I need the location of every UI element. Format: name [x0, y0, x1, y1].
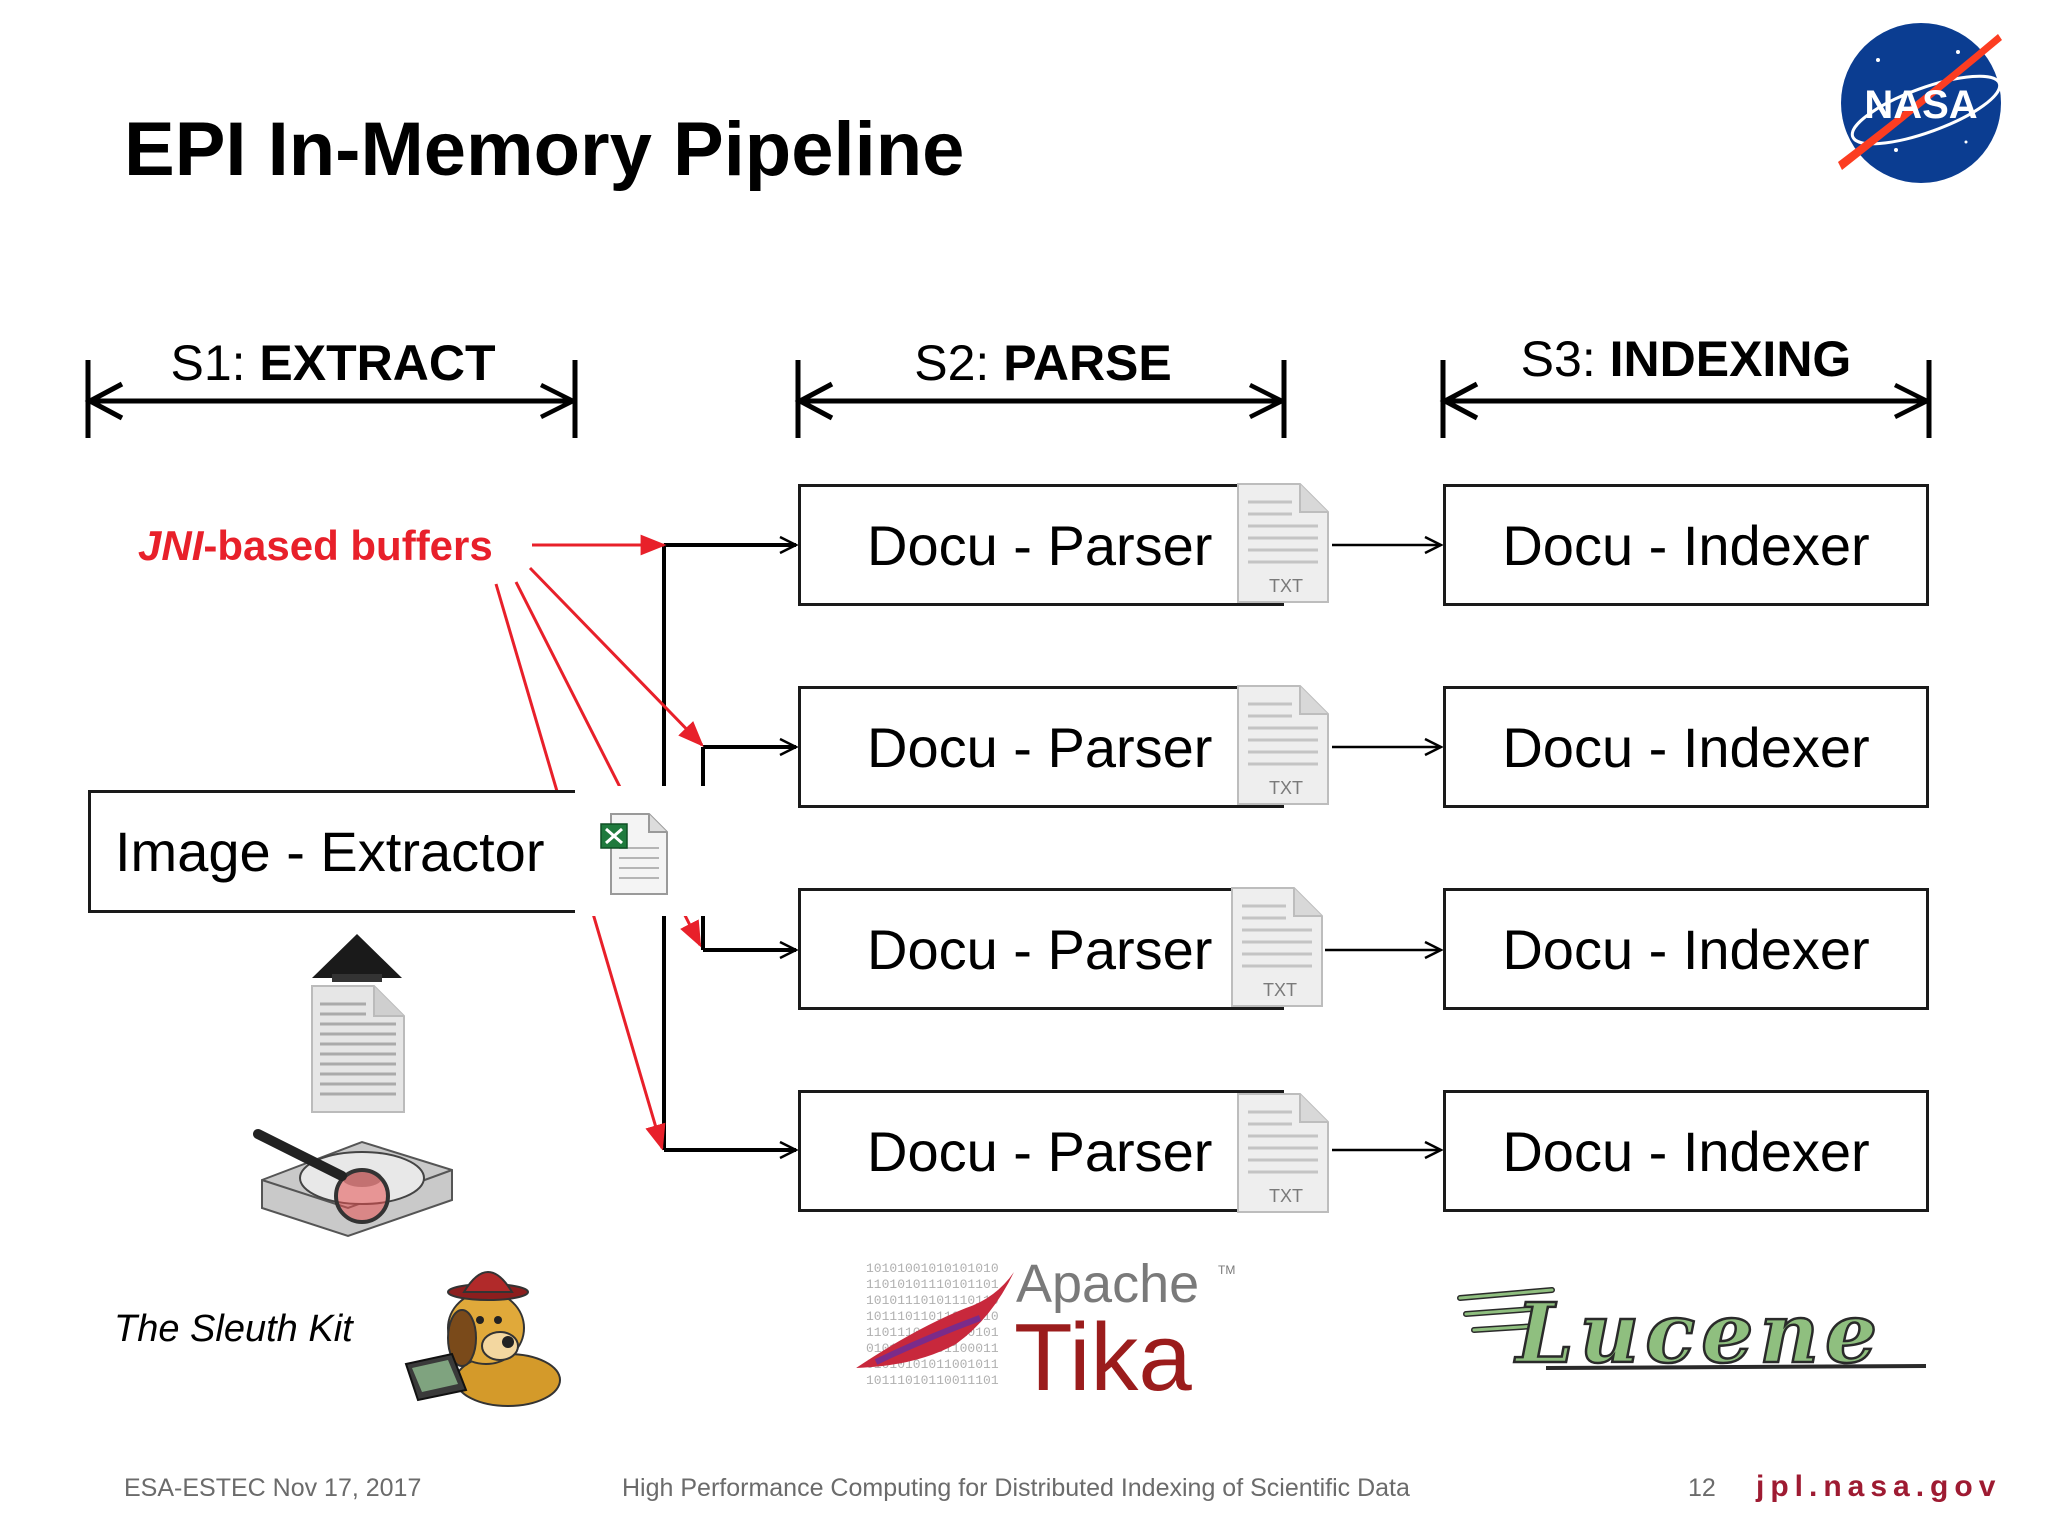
- svg-text:10101001010101010: 10101001010101010: [866, 1261, 999, 1276]
- stage-span-parse: [794, 360, 1287, 438]
- docu-indexer-box: Docu - Indexer: [1443, 888, 1929, 1010]
- svg-text:TXT: TXT: [1263, 980, 1297, 1000]
- docu-parser-box: Docu - Parser: [798, 888, 1284, 1010]
- docu-parser-label: Docu - Parser: [867, 1119, 1213, 1183]
- footer-site-link[interactable]: jpl.nasa.gov: [1756, 1470, 2002, 1503]
- footer-title: High Performance Computing for Distribut…: [622, 1474, 1410, 1502]
- up-arrow-icon: [310, 932, 404, 982]
- image-extractor-label: Image - Extractor: [115, 820, 545, 883]
- svg-text:NASA: NASA: [1864, 83, 1977, 127]
- footer-page-number: 12: [1688, 1474, 1716, 1502]
- docu-parser-label: Docu - Parser: [867, 715, 1213, 779]
- svg-text:TM: TM: [1218, 1263, 1235, 1277]
- svg-text:Tika: Tika: [1014, 1304, 1192, 1398]
- svg-text:TXT: TXT: [1269, 576, 1303, 596]
- sleuth-kit-dog-logo: [396, 1250, 568, 1410]
- svg-text:Lucene: Lucene: [1514, 1286, 1883, 1380]
- svg-text:TXT: TXT: [1269, 778, 1303, 798]
- txt-document-icon: TXT: [1234, 482, 1332, 604]
- docu-indexer-label: Docu - Indexer: [1502, 1119, 1870, 1183]
- docu-indexer-box: Docu - Indexer: [1443, 1090, 1929, 1212]
- sleuth-kit-label: The Sleuth Kit: [114, 1308, 353, 1350]
- stage-label-indexing: S3: INDEXING: [1520, 331, 1852, 387]
- svg-text:Apache: Apache: [1016, 1258, 1199, 1314]
- docu-parser-label: Docu - Parser: [867, 513, 1213, 577]
- docu-parser-box: Docu - Parser: [798, 686, 1284, 808]
- docu-indexer-box: Docu - Indexer: [1443, 686, 1929, 808]
- txt-document-icon: TXT: [1234, 1092, 1332, 1214]
- parser-to-indexer-arrows: [1325, 545, 1441, 1150]
- svg-text:11010101110101101: 11010101110101101: [866, 1277, 999, 1292]
- hard-drive-forensics-icon: [252, 1120, 458, 1238]
- docu-parser-label: Docu - Parser: [867, 917, 1213, 981]
- apache-tika-logo: 10101001010101010 11010101110101101 1010…: [856, 1258, 1246, 1398]
- stage-label-parse: S2: PARSE: [914, 335, 1172, 391]
- disk-image-document-icon: [308, 984, 408, 1114]
- stage-label-extract: S1: EXTRACT: [170, 335, 496, 391]
- txt-document-icon: TXT: [1234, 684, 1332, 806]
- spreadsheet-file-icon: [575, 786, 705, 916]
- page-title: EPI In-Memory Pipeline: [124, 107, 965, 192]
- svg-text:TXT: TXT: [1269, 1186, 1303, 1206]
- svg-text:10101110101110110: 10101110101110110: [866, 1293, 999, 1308]
- stage-span-indexing: [1439, 360, 1932, 438]
- jni-buffers-label: JNI-based buffers: [138, 522, 493, 569]
- svg-text:10111010110011101: 10111010110011101: [866, 1373, 999, 1388]
- nasa-logo: NASA: [1838, 20, 2004, 186]
- docu-indexer-label: Docu - Indexer: [1502, 917, 1870, 981]
- docu-parser-box: Docu - Parser: [798, 484, 1284, 606]
- footer-date: ESA-ESTEC Nov 17, 2017: [124, 1474, 422, 1502]
- docu-indexer-label: Docu - Indexer: [1502, 513, 1870, 577]
- txt-document-icon: TXT: [1228, 886, 1326, 1008]
- docu-parser-box: Docu - Parser: [798, 1090, 1284, 1212]
- docu-indexer-label: Docu - Indexer: [1502, 715, 1870, 779]
- docu-indexer-box: Docu - Indexer: [1443, 484, 1929, 606]
- lucene-logo: Lucene: [1456, 1280, 1936, 1380]
- image-extractor-box: Image - Extractor: [88, 790, 578, 913]
- stage-span-extract: [84, 360, 578, 438]
